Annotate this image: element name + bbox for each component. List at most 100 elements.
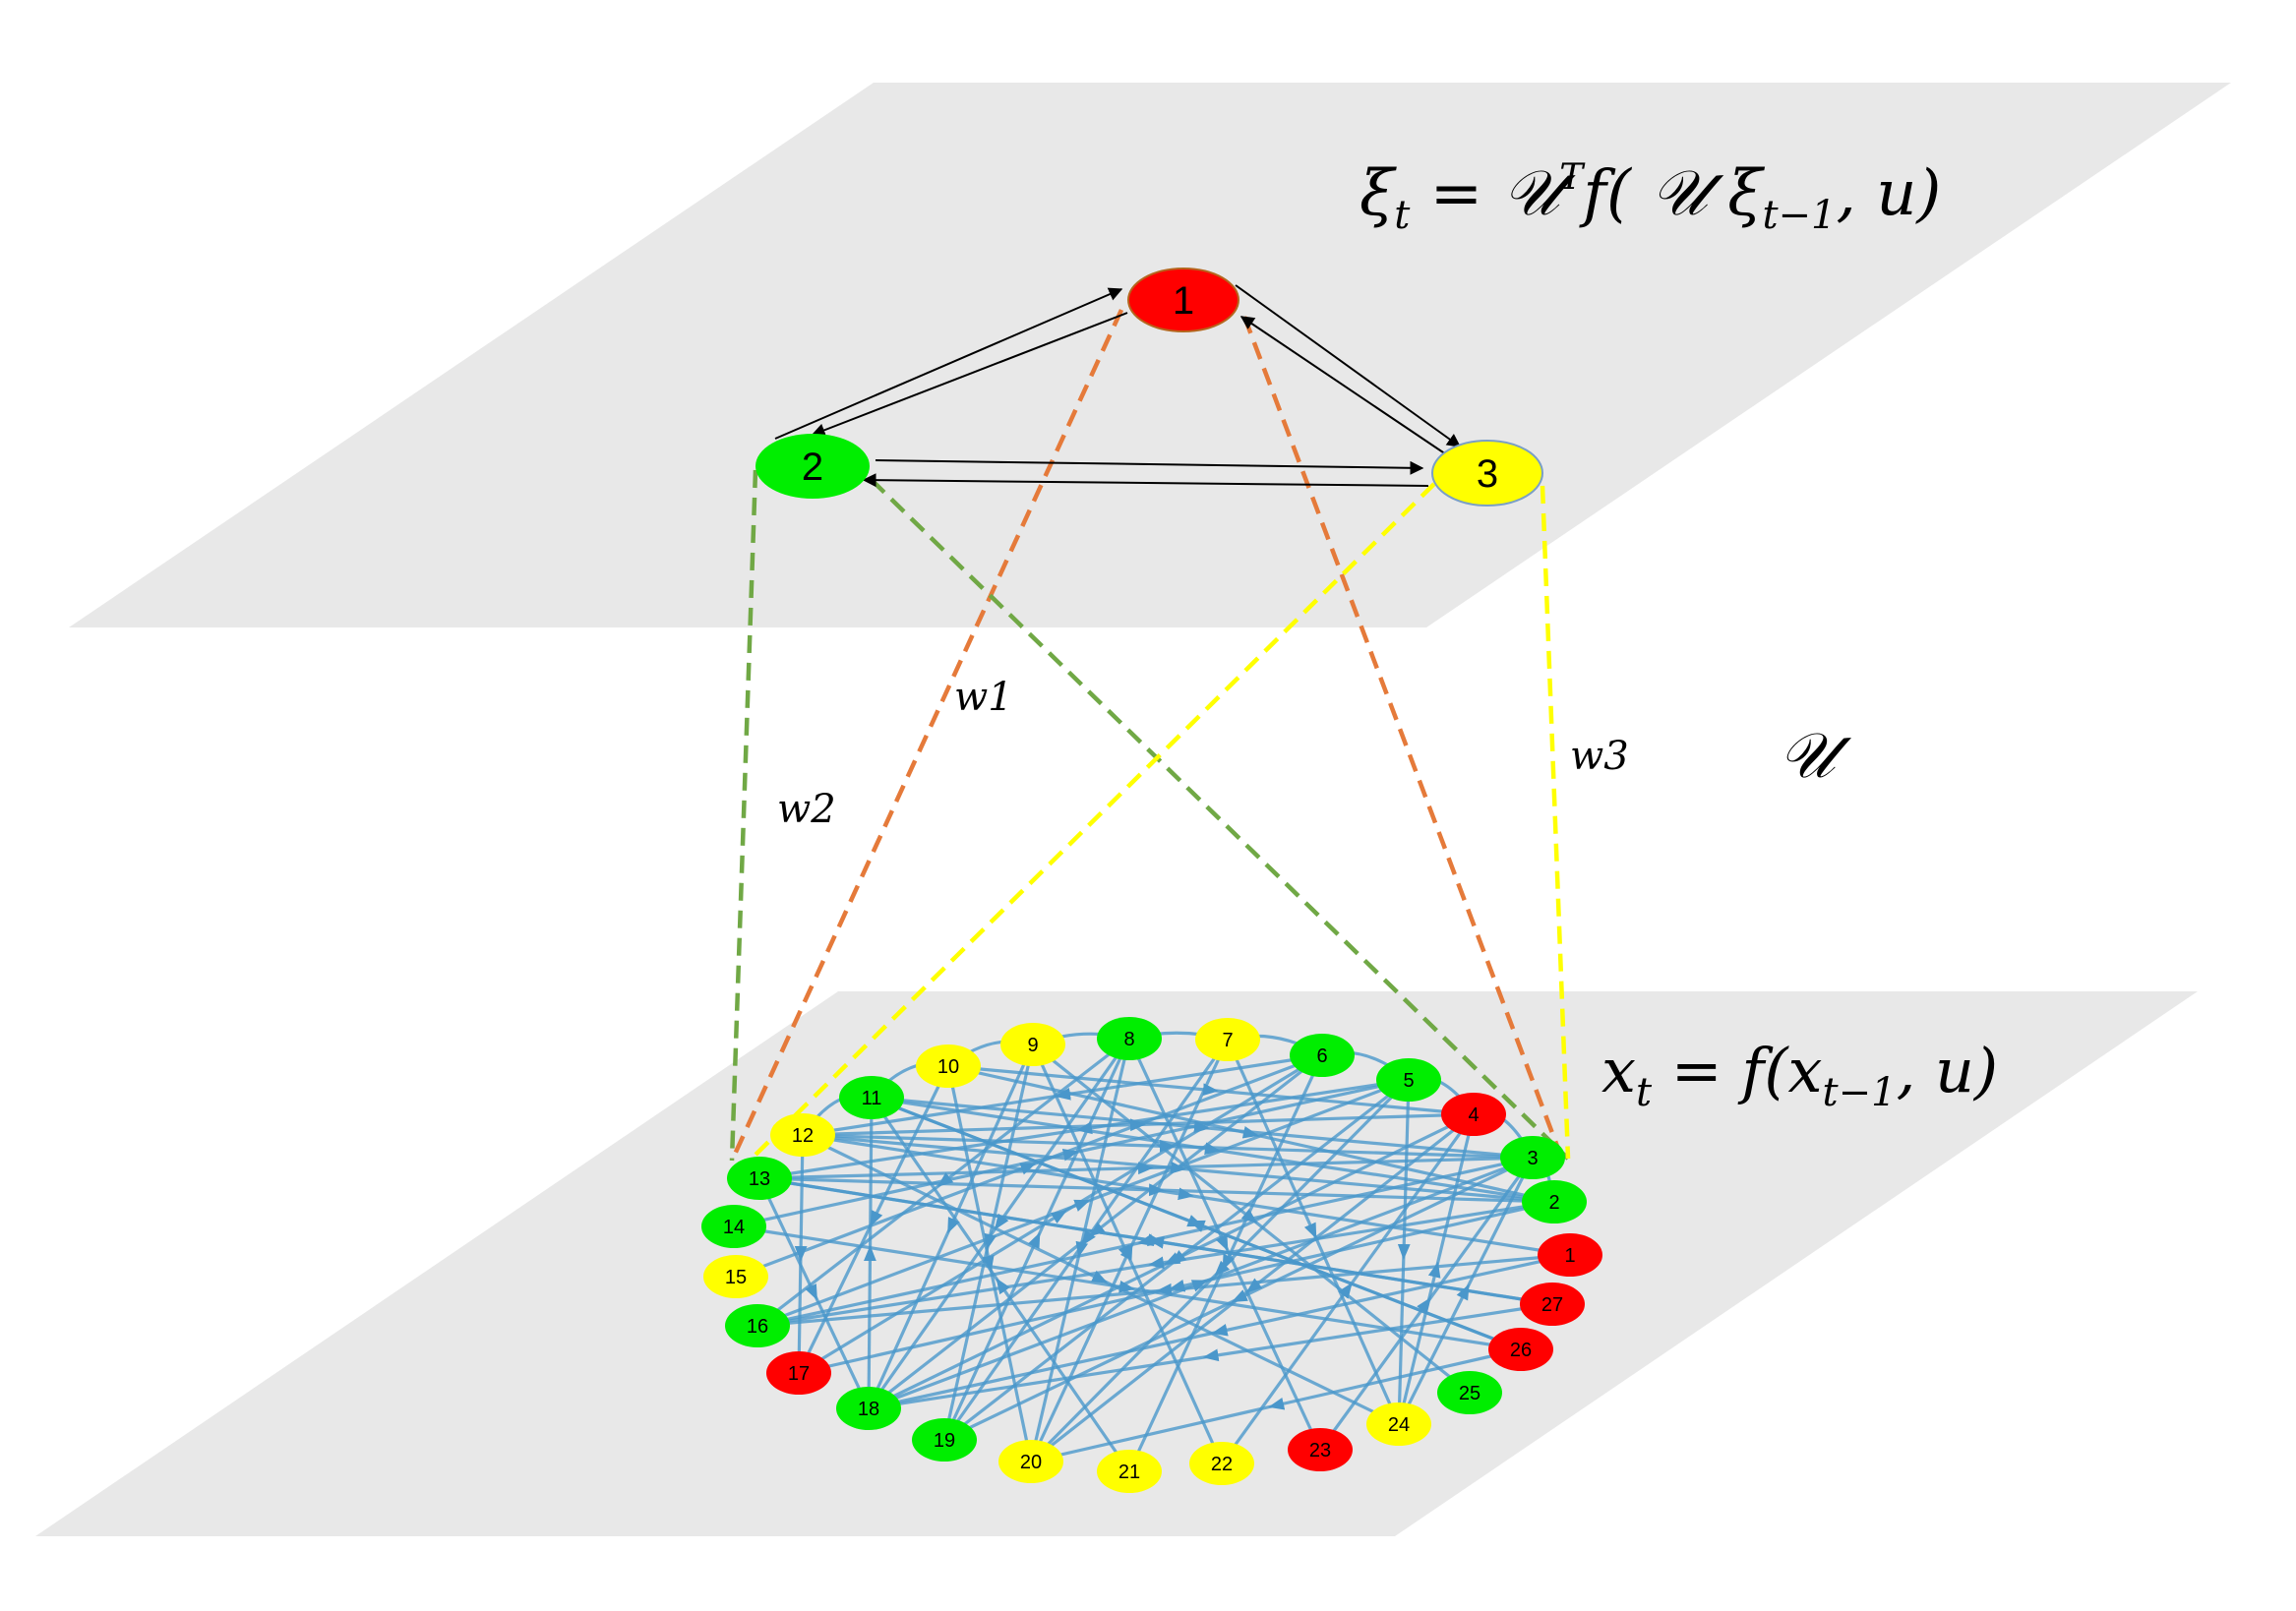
bottom-node-ellipse [1288,1428,1353,1471]
bottom-node-11: 11 [839,1076,904,1119]
mapping-dashed-lines [729,309,1571,1163]
network-edge [735,1053,1323,1279]
bottom-node-5: 5 [1376,1058,1441,1102]
mapping-dashed-line [870,478,1570,1161]
top-edge-arrow [1239,316,1447,455]
bottom-node-label: 9 [1027,1035,1038,1056]
mapping-dashed-line [748,482,1436,1163]
bottom-node-ellipse [916,1044,981,1088]
bottom-node-21: 21 [1097,1450,1162,1493]
mapping-dashed-line [1241,316,1561,1150]
network-edge [733,1078,1410,1228]
bottom-node-label: 7 [1222,1030,1233,1051]
network-edge [947,1064,1475,1116]
bottom-node-ellipse [1097,1450,1162,1493]
bottom-node-1: 1 [1538,1233,1602,1277]
bottom-node-ellipse [839,1076,904,1119]
network-edge [756,1156,1534,1328]
bottom-node-24: 24 [1366,1402,1431,1446]
bottom-node-ellipse [766,1351,831,1395]
bottom-node-ellipse [1488,1328,1553,1371]
bottom-node-7: 7 [1195,1018,1260,1061]
network-edge [757,1177,871,1409]
network-edge [798,1200,1555,1375]
bottom-node-label: 11 [862,1088,882,1109]
bottom-node-17: 17 [766,1351,831,1395]
bottom-node-22: 22 [1189,1442,1254,1485]
top-edge-arrow [862,473,1429,488]
network-edge [802,1053,1323,1137]
bottom-node-label: 8 [1123,1029,1134,1050]
bottom-node-ellipse [770,1113,835,1157]
bottom-node-ellipse [1520,1283,1585,1326]
top-node-ellipse [1431,440,1543,507]
bottom-node-ellipse [1437,1371,1502,1414]
network-edge [794,1134,808,1374]
bottom-node-ellipse [1522,1180,1587,1223]
bottom-node-ellipse [836,1387,901,1430]
bottom-node-4: 4 [1441,1093,1506,1136]
bottom-node-label: 13 [749,1168,770,1190]
top-node-label: 2 [802,446,823,489]
bottom-node-label: 14 [723,1217,745,1238]
top-node-1: 1 [1127,268,1239,332]
network-edge [756,1200,1555,1328]
bottom-node-ellipse [1366,1402,1431,1446]
bottom-node-label: 18 [858,1399,879,1420]
top-plane [69,83,2231,627]
network-edge [947,1064,1555,1204]
top-edge-arrow [774,287,1123,440]
top-edge-arrow [811,312,1128,437]
bottom-node-label: 16 [747,1316,768,1338]
bottom-node-ellipse [1290,1034,1355,1077]
network-edge [1397,1113,1476,1425]
bottom-node-ellipse [1376,1058,1441,1102]
weight-label-w2: w2 [777,787,836,832]
bottom-node-15: 15 [703,1255,768,1298]
bottom-node-ellipse [1189,1442,1254,1485]
bottom-node-label: 26 [1510,1340,1532,1361]
bottom-node-label: 17 [788,1363,810,1385]
bottom-node-10: 10 [916,1044,981,1088]
network-edge [756,1078,1410,1328]
network-edge [1220,1113,1476,1464]
top-edge-arrow [1235,284,1462,448]
top-layer-edges [774,284,1462,488]
bottom-node-ellipse [912,1418,977,1462]
mapping-dashed-line [729,469,758,1162]
bottom-node-label: 2 [1548,1192,1559,1214]
bottom-node-label: 22 [1211,1454,1233,1475]
bottom-node-ellipse [1097,1017,1162,1060]
bottom-node-23: 23 [1288,1428,1353,1471]
network-edge [733,1224,1522,1351]
network-edge [868,1302,1553,1410]
bottom-node-ellipse [1441,1093,1506,1136]
network-edge [943,1156,1534,1442]
mapping-operator-label: 𝒰 [1779,720,1852,793]
bottom-node-label: 15 [725,1267,747,1288]
bottom-node-14: 14 [701,1205,766,1248]
network-edge [1030,1112,1475,1463]
network-edge [1318,1157,1535,1451]
bottom-node-13: 13 [727,1157,792,1200]
network-edge [942,1038,1131,1441]
top-node-ellipse [755,434,870,499]
network-edge [870,1097,1131,1472]
weight-label-w1: w1 [954,675,1013,720]
weight-label-w3: w3 [1570,734,1629,779]
bottom-node-label: 27 [1541,1294,1563,1316]
bottom-node-8: 8 [1097,1017,1162,1060]
bottom-node-ellipse [998,1440,1063,1483]
bottom-node-label: 5 [1403,1070,1414,1092]
bottom-node-label: 20 [1020,1452,1042,1473]
mapping-dashed-line [1540,485,1571,1160]
bottom-node-3: 3 [1500,1136,1565,1179]
top-edge-arrow [875,459,1424,475]
network-edge [802,1133,1400,1426]
top-node-ellipse [1127,268,1239,332]
bottom-node-ellipse [727,1157,792,1200]
network-edge [802,1133,1534,1160]
